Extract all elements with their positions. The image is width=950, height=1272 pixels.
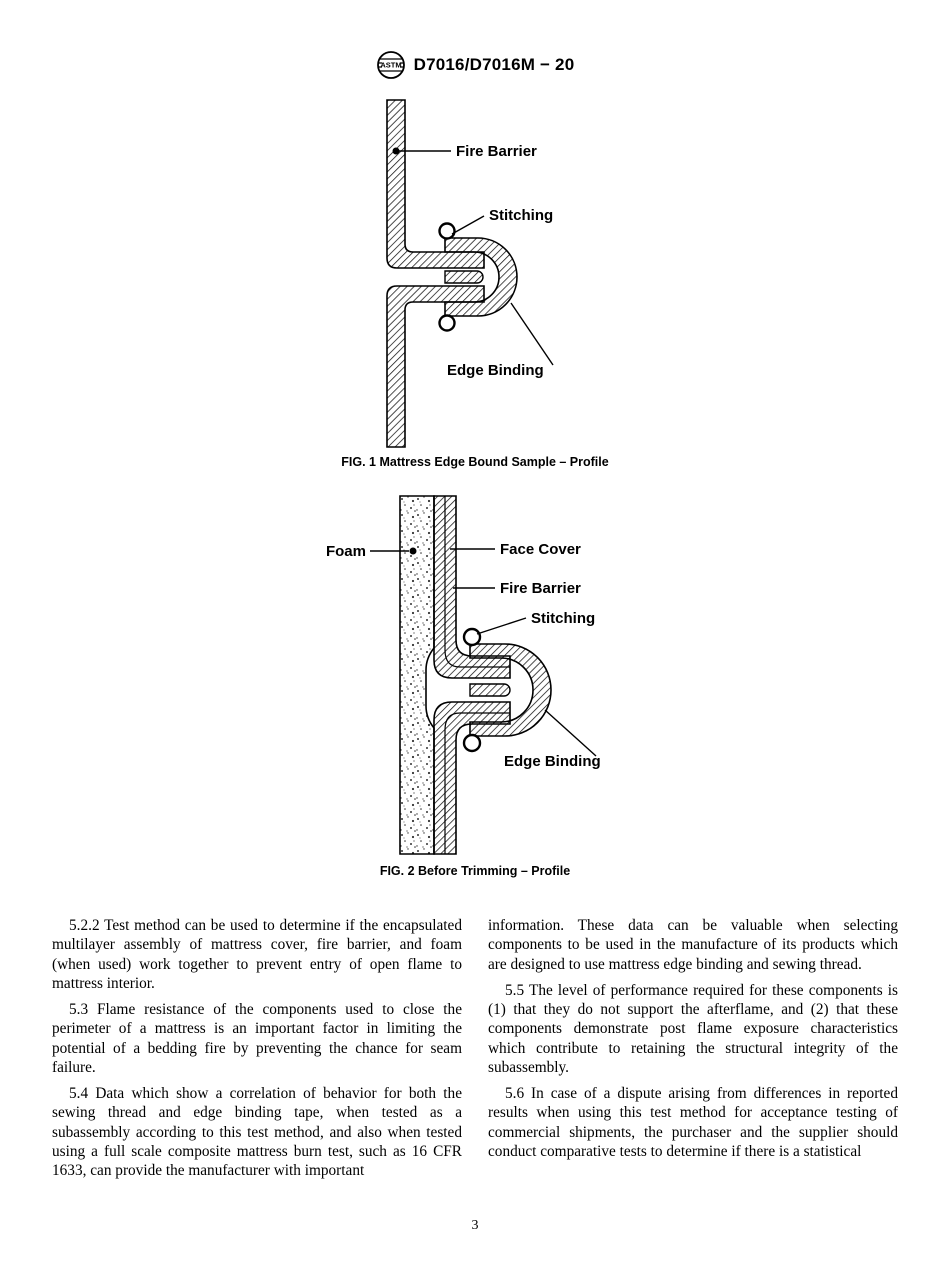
fire-barrier-label: Fire Barrier — [500, 580, 581, 597]
fire-barrier-label: Fire Barrier — [456, 143, 537, 160]
paragraph-5-4: 5.4 Data which show a correlation of beh… — [52, 1085, 462, 1180]
edge-binding-shape — [444, 237, 518, 317]
paragraph-5-2-2: 5.2.2 Test method can be used to determi… — [52, 917, 462, 992]
stitching-leader-line — [476, 617, 527, 635]
foam-leader-dot — [409, 547, 417, 555]
astm-logo-icon: ASTM — [376, 51, 405, 79]
figure-2-caption: FIG. 2 Before Trimming – Profile — [379, 864, 571, 878]
stitch-circle-bottom — [462, 733, 482, 753]
edge-binding-leader-line — [510, 302, 554, 366]
stitching-label: Stitching — [489, 207, 553, 224]
edge-binding-label: Edge Binding — [447, 362, 544, 379]
paragraph-5-6: 5.6 In case of a dispute arising from di… — [488, 1085, 898, 1160]
figure-1-caption: FIG. 1 Mattress Edge Bound Sample – Prof… — [341, 455, 609, 469]
stitch-circle-bottom — [438, 314, 456, 332]
foam-shape — [399, 495, 435, 855]
stitch-circle-top — [462, 627, 482, 647]
face-cover-label: Face Cover — [500, 541, 581, 558]
edge-binding-label: Edge Binding — [504, 753, 601, 770]
seam-core-shape — [444, 270, 484, 284]
edge-binding-shape — [469, 643, 552, 737]
left-column: 5.2.2 Test method can be used to determi… — [52, 916, 462, 1187]
seam-core-shape — [469, 683, 511, 697]
astm-logo-text: ASTM — [380, 61, 401, 70]
doc-number: D7016/D7016M − 20 — [413, 55, 575, 74]
right-column: information. These data can be valuable … — [488, 916, 898, 1187]
page-number: 3 — [471, 1218, 479, 1233]
stitch-circle-top — [438, 222, 456, 240]
top-strip-layer-divider — [444, 496, 510, 668]
paragraph-5-5: 5.5 The level of performance required fo… — [488, 981, 898, 1076]
stitching-label: Stitching — [531, 610, 595, 627]
paragraph-5-4-continued: information. These data can be valuable … — [488, 917, 898, 973]
foam-label: Foam — [326, 543, 366, 560]
figure-1-mattress-edge-bound-sample: Fire Barrier Stitching Edge Binding — [386, 99, 554, 448]
paragraph-5-3: 5.3 Flame resistance of the components u… — [52, 1001, 462, 1076]
page-header: ASTM D7016/D7016M − 20 — [0, 50, 950, 80]
edge-binding-leader-line — [544, 709, 597, 757]
bottom-strip-layer-divider — [444, 712, 510, 854]
body-text: 5.2.2 Test method can be used to determi… — [52, 916, 898, 1187]
figure-2-before-trimming: Foam Face Cover Fire Barrier Stitching E… — [326, 495, 601, 855]
stitching-leader-line — [451, 215, 485, 235]
